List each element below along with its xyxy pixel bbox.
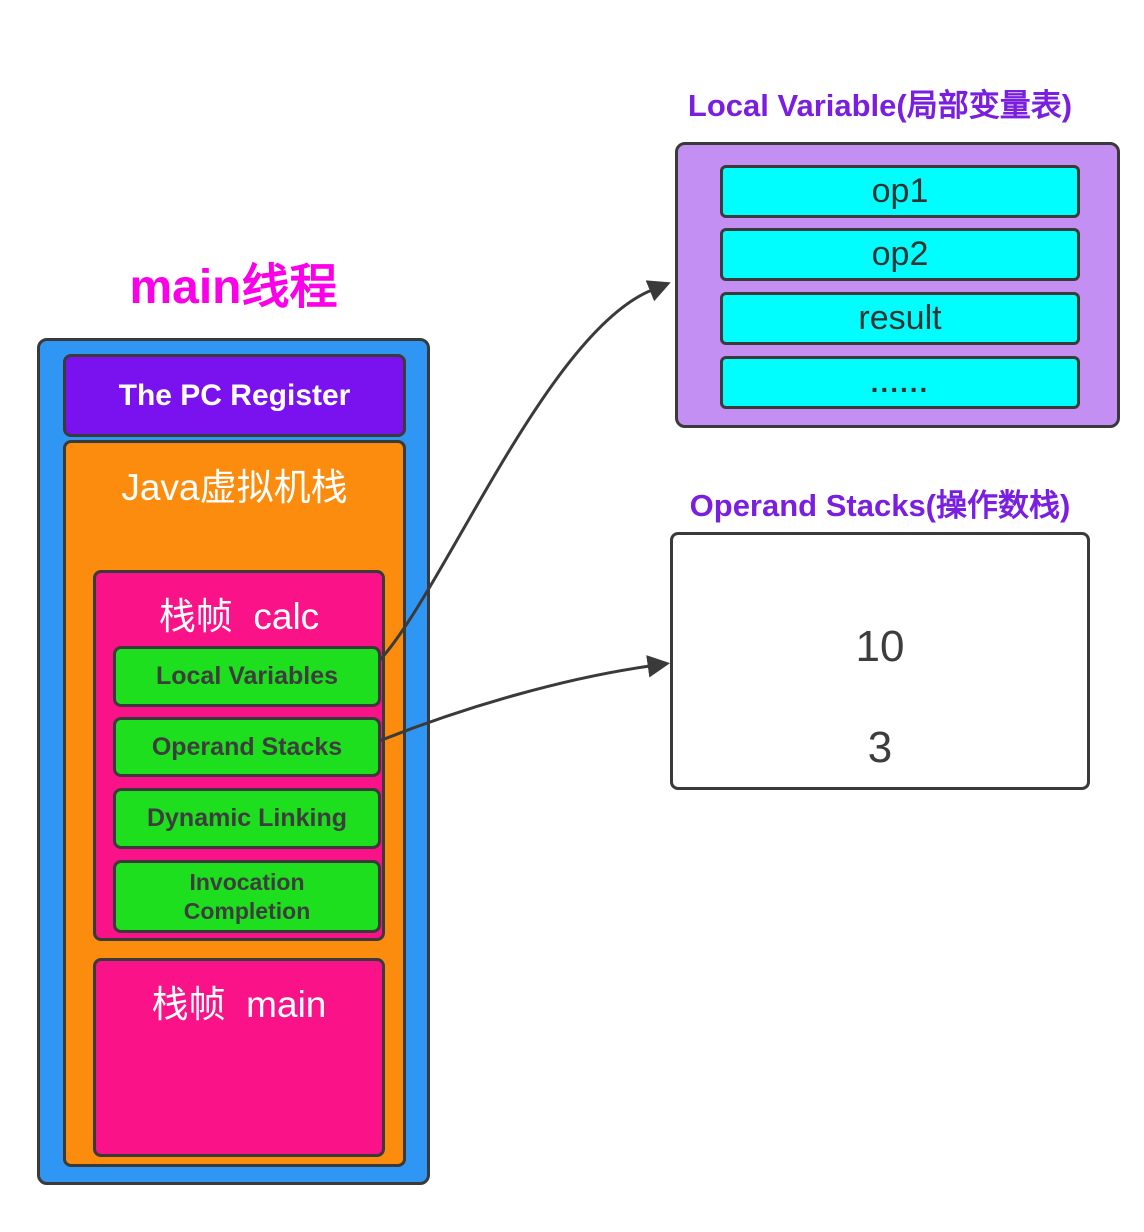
frame-item-invocation-completion: Invocation Completion <box>113 860 381 933</box>
frame-item-local-variables: Local Variables <box>113 646 381 707</box>
pc-register-box: The PC Register <box>63 354 406 437</box>
operand-stack-panel-title: Operand Stacks(操作数栈) <box>689 488 1071 523</box>
stack-frame-main-title: 栈帧 main <box>151 984 327 1025</box>
local-variable-slot-op1: op1 <box>720 165 1080 218</box>
stack-frame-calc: 栈帧 calc Local Variables Operand Stacks D… <box>93 570 385 941</box>
operand-stack-value-top: 10 <box>855 622 905 671</box>
stack-frame-calc-title: 栈帧 calc <box>158 596 320 637</box>
local-variable-slot-result: result <box>720 292 1080 345</box>
frame-item-operand-stacks: Operand Stacks <box>113 717 381 777</box>
local-variable-panel: op1 op2 result ...... <box>675 142 1120 428</box>
local-variable-slot-op2: op2 <box>720 228 1080 281</box>
operand-stack-panel: 10 3 <box>670 532 1090 790</box>
local-variable-panel-title: Local Variable(局部变量表) <box>687 88 1073 123</box>
pc-register-label: The PC Register <box>118 378 351 412</box>
frame-item-dynamic-linking: Dynamic Linking <box>113 788 381 849</box>
operand-stack-value-bottom: 3 <box>867 723 893 772</box>
jvm-stack-label: Java虚拟机栈 <box>121 467 348 508</box>
main-thread-title: main线程 <box>129 261 338 314</box>
local-variable-slot-ellipsis: ...... <box>720 356 1080 409</box>
stack-frame-main: 栈帧 main <box>93 958 385 1157</box>
